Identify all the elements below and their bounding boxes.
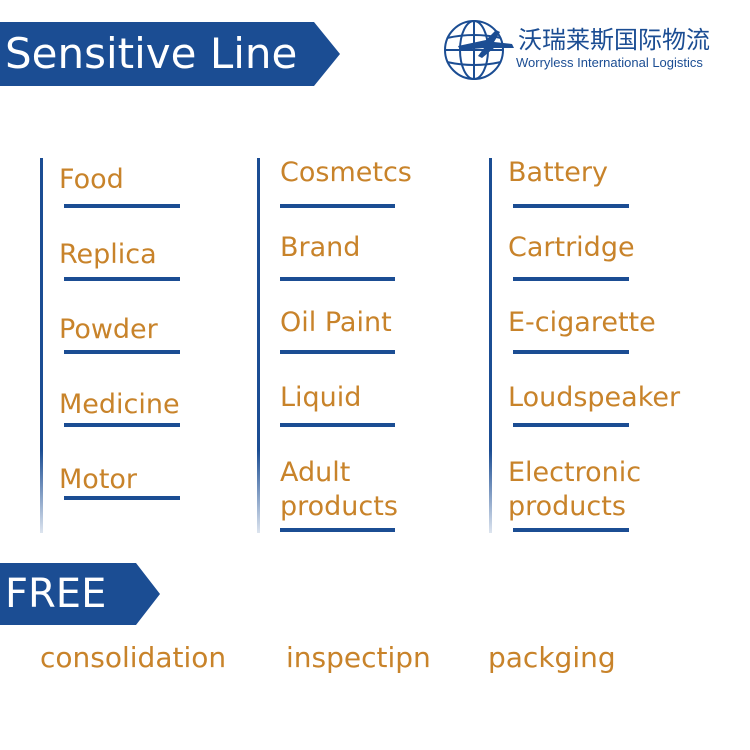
item-underline (513, 277, 629, 281)
globe-plane-icon (444, 20, 514, 80)
list-item: Food (59, 164, 124, 195)
logo-name-en: Worryless International Logistics (516, 55, 703, 70)
item-underline (64, 423, 180, 427)
free-item-inspection: inspectipn (286, 641, 431, 674)
list-item: products (280, 491, 398, 522)
list-item: Battery (508, 157, 608, 188)
free-item-consolidation: consolidation (40, 641, 227, 674)
column-divider (257, 158, 260, 533)
column-divider (40, 158, 43, 533)
company-logo: 沃瑞莱斯国际物流 Worryless International Logisti… (438, 18, 738, 82)
item-underline (513, 423, 629, 427)
free-title: FREE (5, 571, 107, 617)
item-underline (280, 528, 395, 532)
list-item: Replica (59, 239, 157, 270)
free-banner: FREE (0, 563, 160, 625)
page-title: Sensitive Line (5, 29, 298, 78)
list-item: Oil Paint (280, 307, 392, 338)
list-item: Loudspeaker (508, 382, 681, 413)
column-2: Cosmetcs Brand Oil Paint Liquid Adult pr… (257, 157, 457, 533)
item-underline (513, 204, 629, 208)
free-item-packaging: packging (488, 641, 616, 674)
logo-name-cn: 沃瑞莱斯国际物流 (518, 26, 710, 54)
list-item: Electronic (508, 457, 642, 488)
list-item: Adult (280, 457, 351, 488)
item-underline (280, 423, 395, 427)
list-item: Cartridge (508, 232, 635, 263)
list-item: Medicine (59, 389, 180, 420)
list-item: E-cigarette (508, 307, 656, 338)
title-banner: Sensitive Line (0, 22, 340, 86)
column-3: Battery Cartridge E-cigarette Loudspeake… (489, 157, 729, 533)
item-underline (513, 528, 629, 532)
item-underline (64, 496, 180, 500)
item-underline (280, 277, 395, 281)
column-divider (489, 158, 492, 533)
item-underline (513, 350, 629, 354)
item-underline (64, 277, 180, 281)
item-underline (64, 204, 180, 208)
column-1: Food Replica Powder Medicine Motor (40, 158, 220, 533)
list-item: Motor (59, 464, 138, 495)
list-item: Brand (280, 232, 361, 263)
list-item: Cosmetcs (280, 157, 412, 188)
list-item: Powder (59, 314, 158, 345)
item-underline (280, 204, 395, 208)
list-item: products (508, 491, 626, 522)
item-underline (280, 350, 395, 354)
list-item: Liquid (280, 382, 362, 413)
item-underline (64, 350, 180, 354)
